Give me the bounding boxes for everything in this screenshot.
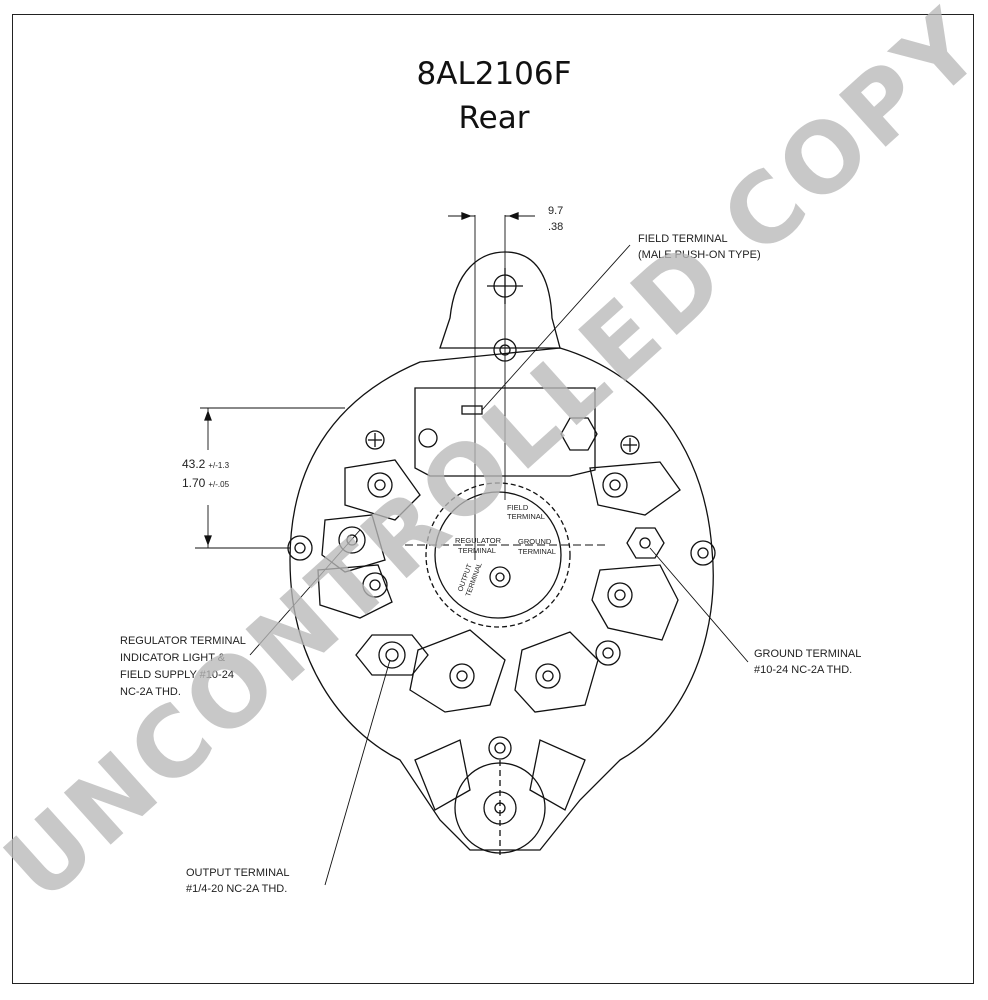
output-callout-2: #1/4-20 NC-2A THD. (186, 883, 287, 895)
vent-slot (514, 631, 599, 713)
left-bolt (287, 535, 313, 561)
dim-side-mm-value: 43.2 (182, 457, 206, 471)
central-boss (434, 491, 562, 619)
output-stud (489, 566, 511, 588)
dim-side-mm: 43.2+/-1.3 (182, 457, 230, 471)
right-bolt (690, 540, 716, 566)
inner-field-label-1: FIELD (507, 503, 529, 512)
dim-side-in-value: 1.70 (182, 476, 206, 490)
hex-nut (560, 417, 598, 451)
vent-slot (344, 459, 421, 521)
field-terminal-callout-2: (MALE PUSH-ON TYPE) (638, 249, 761, 261)
ground-callout-2: #10-24 NC-2A THD. (754, 664, 852, 676)
dim-top-in: .38 (548, 221, 563, 233)
vent-slot (589, 461, 681, 516)
dim-side-in: 1.70+/-.05 (182, 476, 230, 490)
ground-callout-1: GROUND TERMINAL (754, 648, 861, 660)
regulator-callout-4: NC-2A THD. (120, 686, 181, 698)
leader-field (481, 244, 631, 411)
vent-slot (591, 564, 679, 641)
inner-regulator-label-1: REGULATOR (455, 536, 502, 545)
vent-slot (317, 564, 393, 619)
inner-regulator-label-2: TERMINAL (458, 546, 496, 555)
regulator-callout-1: REGULATOR TERMINAL (120, 635, 246, 647)
bottom-ear (454, 762, 546, 854)
view-subtitle: Rear (458, 100, 530, 136)
regulator-callout-3: FIELD SUPPLY #10-24 (120, 669, 234, 681)
screw-right (620, 435, 640, 455)
lower-bolt-boss (414, 739, 471, 811)
leader-regulator (249, 529, 361, 656)
regulator-callout-2: INDICATOR LIGHT & (120, 652, 226, 664)
inner-field-label-2: TERMINAL (507, 512, 545, 521)
leader-ground (649, 547, 749, 663)
output-callout-1: OUTPUT TERMINAL (186, 867, 290, 879)
field-terminal-callout: FIELD TERMINAL (638, 233, 728, 245)
ground-terminal-nut (626, 527, 665, 559)
output-terminal-nut (355, 634, 429, 676)
housing-outline (289, 347, 714, 851)
dim-side-in-tol: +/-.05 (208, 480, 229, 489)
central-boss-outer (425, 482, 571, 628)
screw-left (365, 430, 385, 450)
top-mounting-ear (439, 251, 561, 349)
vent-slot (409, 629, 506, 713)
ground-terminal-stud (595, 640, 621, 666)
part-number-title: 8AL2106F (416, 56, 572, 92)
inner-ground-label-1: GROUND (518, 537, 552, 546)
dim-top-mm: 9.7 (548, 205, 563, 217)
dim-side-mm-tol: +/-1.3 (208, 461, 229, 470)
inner-ground-label-2: TERMINAL (518, 547, 556, 556)
vent-slot (321, 514, 386, 573)
lower-bolt (488, 736, 512, 760)
drawing-frame (12, 14, 974, 984)
regulator-cover (414, 387, 596, 477)
leader-output (324, 659, 391, 886)
